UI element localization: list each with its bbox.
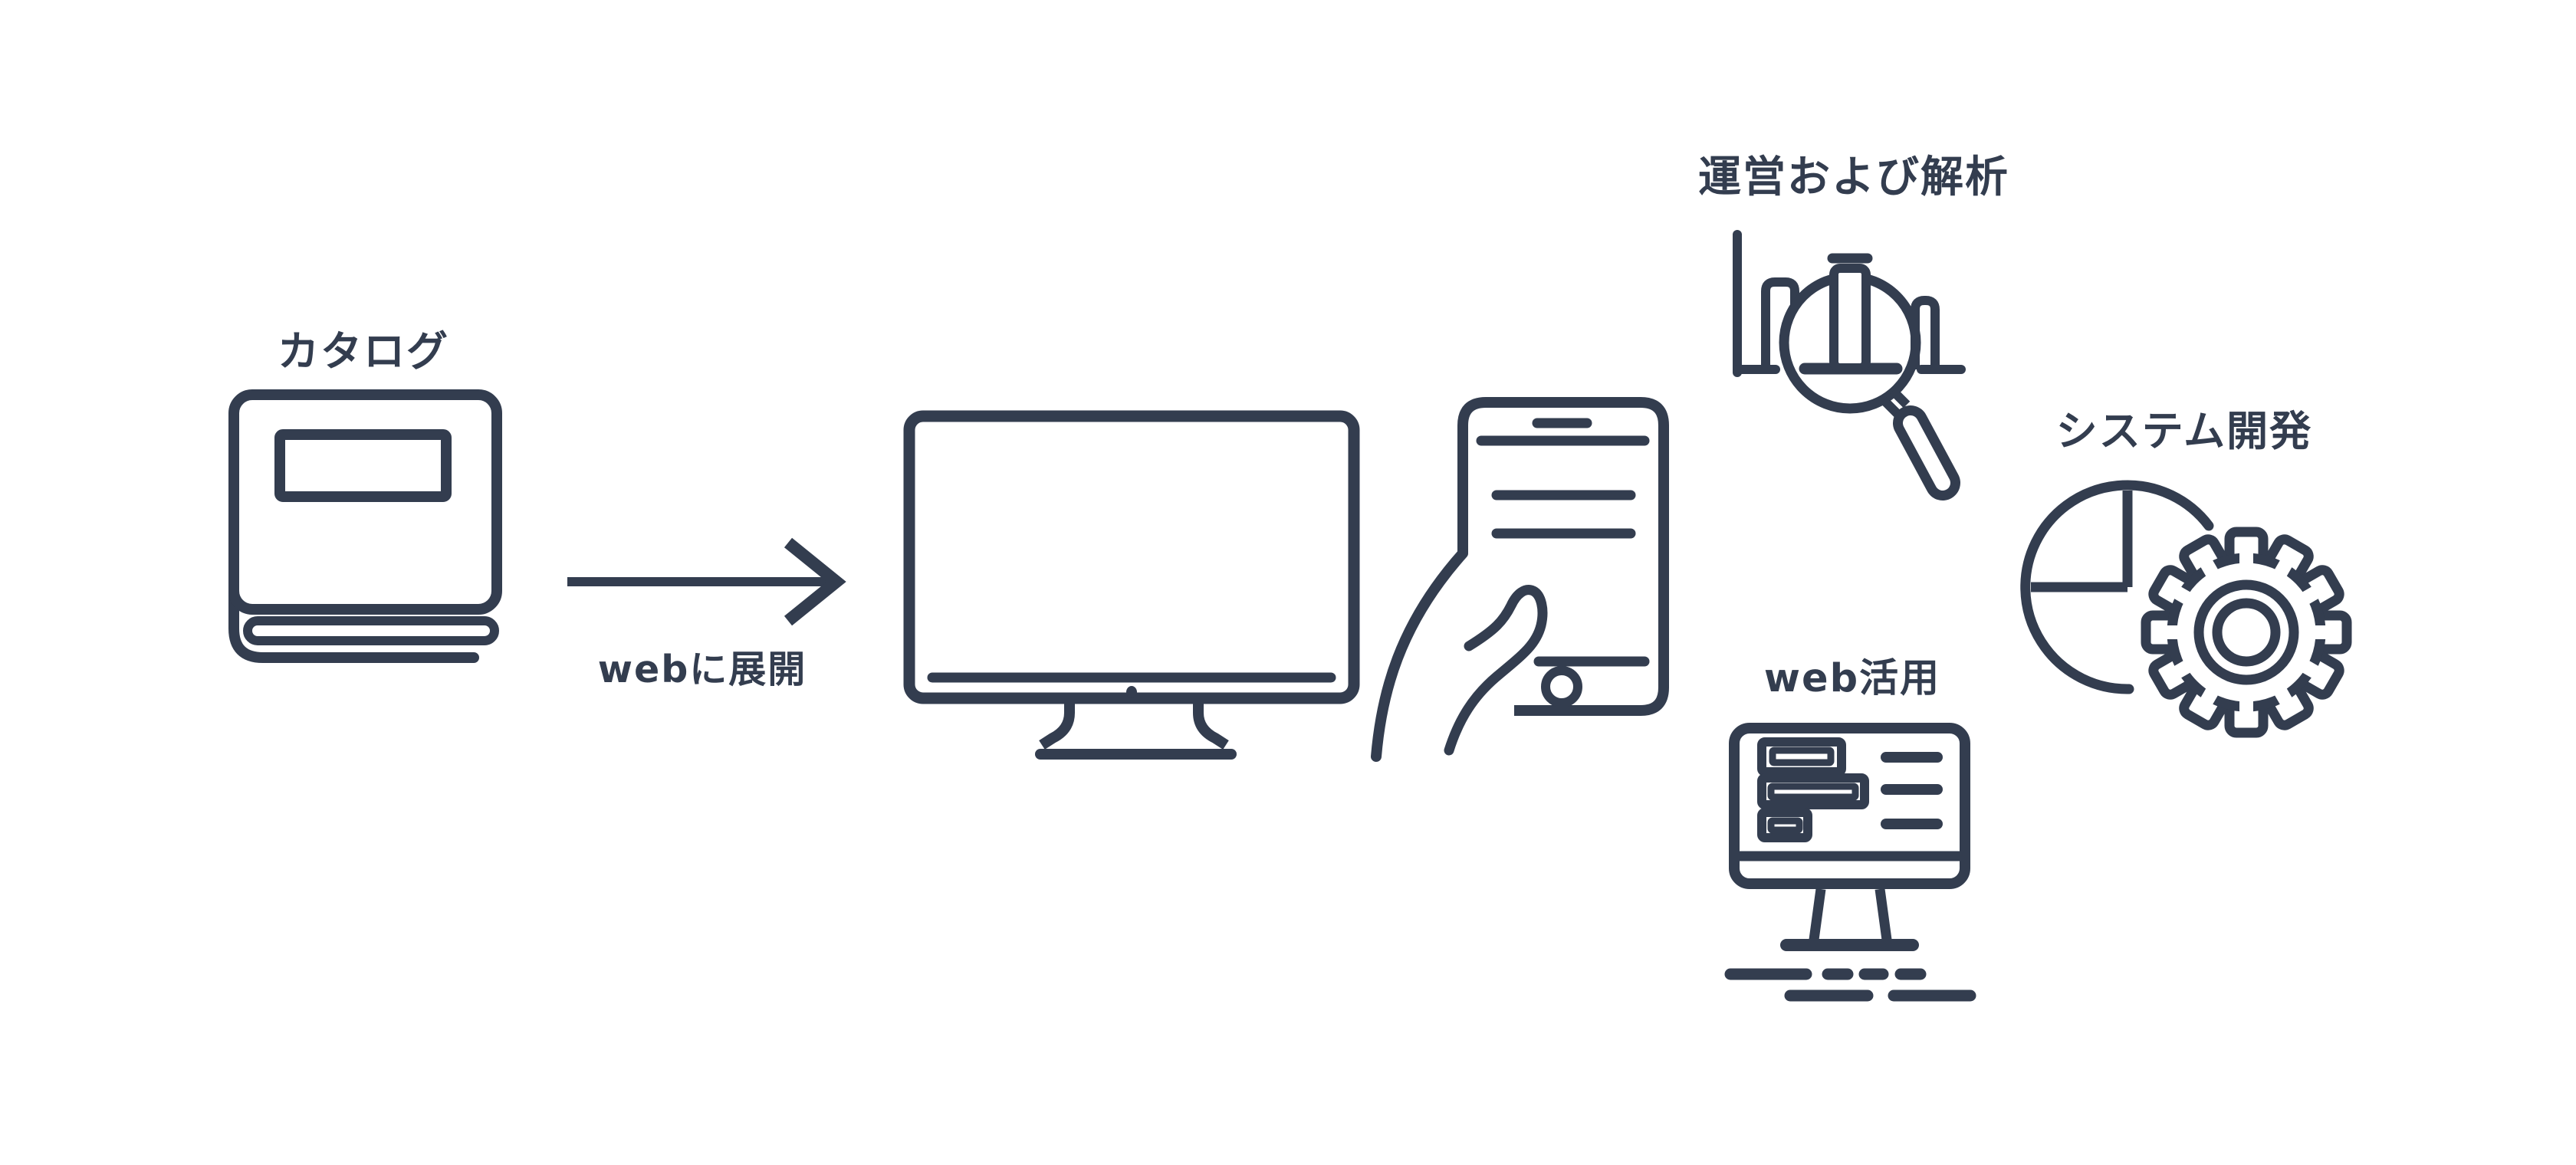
web-monitor-icon [1724,723,1976,1002]
catalog-label: カタログ [278,327,449,376]
desktop-monitor-icon [903,410,1360,760]
deploy-to-web-label: webに展開 [597,648,807,691]
web-utilization-label: web活用 [1763,656,1941,701]
hand-smartphone-icon [1371,397,1669,762]
analytics-magnifier-icon [1733,230,1966,500]
pie-chart-gear-icon [2020,480,2352,738]
system-development-label: システム開発 [2055,407,2313,455]
operation-analysis-label: 運営および解析 [1698,153,2009,202]
book-icon [228,389,502,663]
arrow-right-icon [567,537,846,626]
